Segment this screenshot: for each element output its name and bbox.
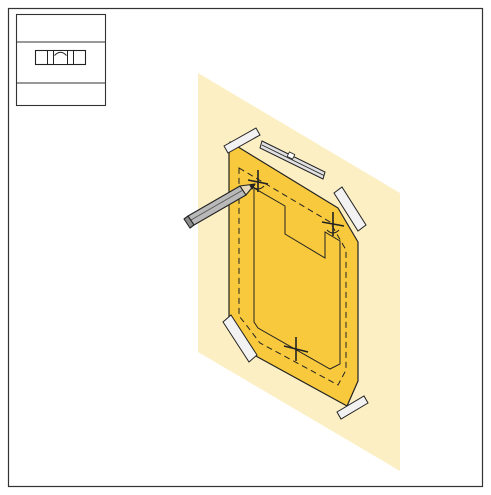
spirit-level-icon <box>34 49 87 66</box>
figure-border <box>7 7 484 488</box>
drill-mark-top-right <box>321 212 345 236</box>
spirit-level-on-wall <box>259 140 326 180</box>
tape-bottom-left <box>222 314 258 363</box>
template-dashed-outline <box>238 167 347 386</box>
template-inner-outline <box>253 187 341 370</box>
pencil-cap <box>183 215 195 229</box>
inset-border <box>15 13 107 107</box>
pencil-tip-lead <box>249 183 256 190</box>
tape-bottom-right <box>336 395 369 420</box>
pencil-icon <box>183 183 256 229</box>
level-inset <box>15 13 107 107</box>
tape-top-right <box>333 186 367 232</box>
tape-strips <box>222 127 369 420</box>
tape-top-left <box>223 127 261 154</box>
drill-mark-bottom <box>283 337 309 361</box>
